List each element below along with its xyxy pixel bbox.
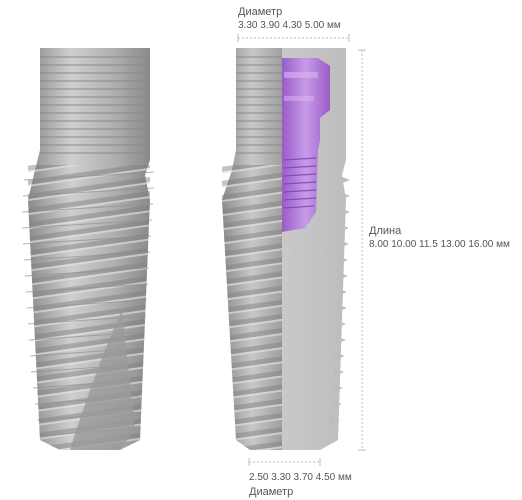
bottom-diameter-line [248,458,321,466]
top-diameter-title: Диаметр [238,6,283,18]
length-title: Длина [369,225,402,237]
length-values: 8.00 10.00 11.5 13.00 16.00 мм [369,239,510,250]
left-implant [21,48,155,450]
top-diameter-line [237,34,350,42]
right-implant [222,48,350,450]
bottom-diameter-values: 2.50 3.30 3.70 4.50 мм [249,472,352,483]
bottom-diameter-title: Диаметр [249,486,294,498]
top-diameter-values: 3.30 3.90 4.30 5.00 мм [238,20,341,31]
length-line [358,49,366,451]
